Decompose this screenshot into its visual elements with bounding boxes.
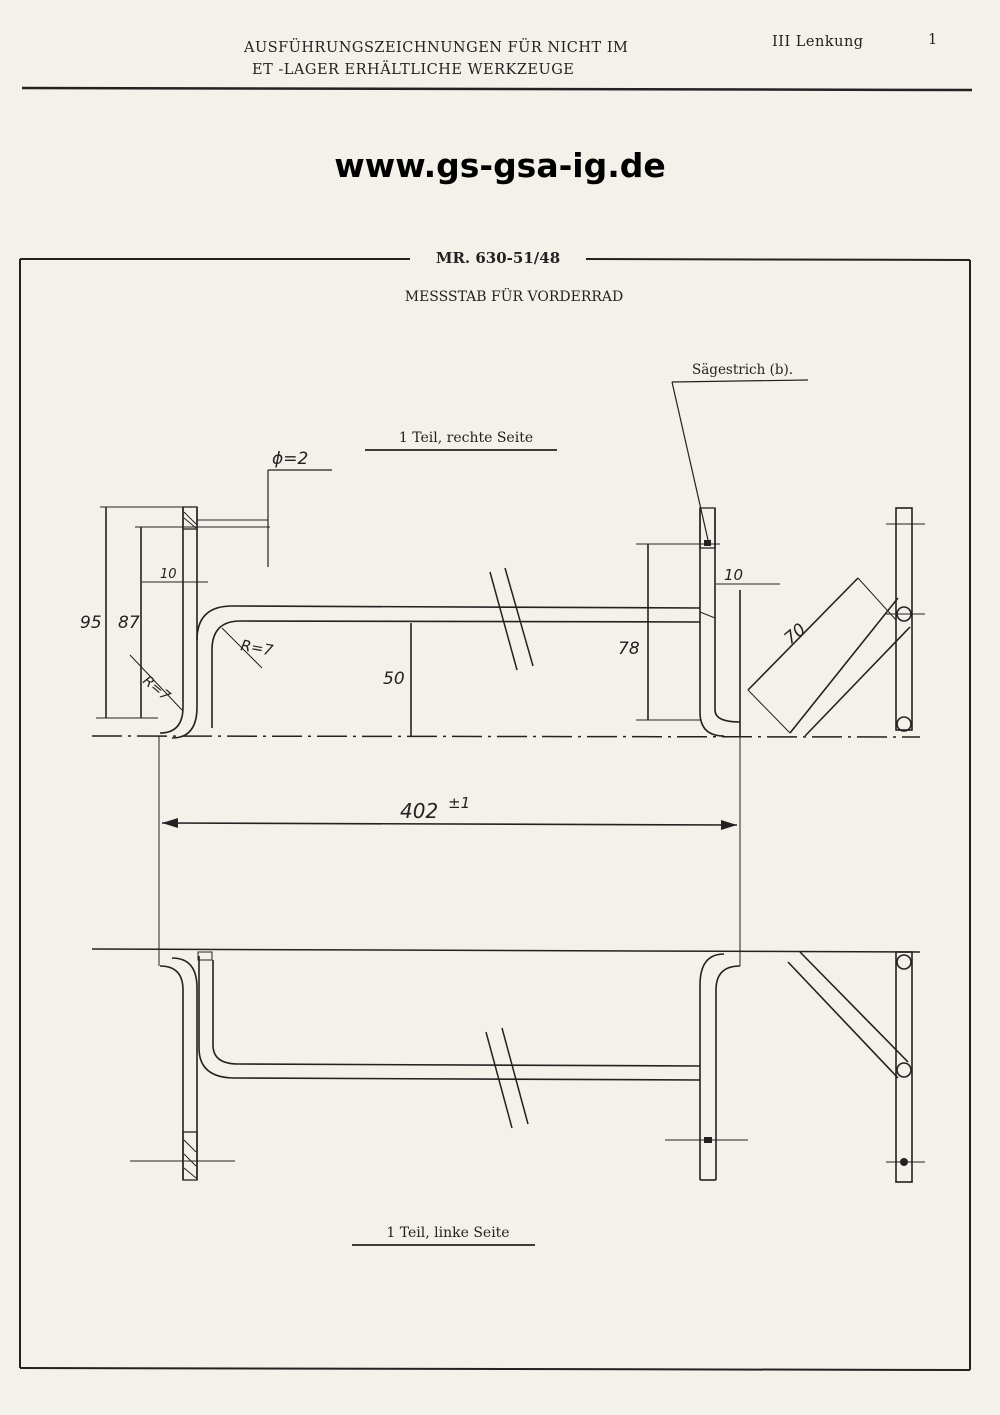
dim-402-tolerance: ±1 bbox=[448, 794, 470, 812]
lower-right-upright-inner bbox=[715, 965, 741, 1180]
dim-402: 402 bbox=[400, 799, 438, 823]
dim-95: 95 bbox=[80, 613, 102, 633]
lower-break-mark-2 bbox=[501, 1027, 529, 1125]
dim-70: 70 bbox=[781, 620, 810, 649]
dim-r7-outer-leader bbox=[221, 627, 263, 669]
left-upright-end bbox=[182, 506, 198, 530]
dim-10-right: 10 bbox=[724, 566, 743, 584]
left-upright-outer bbox=[159, 507, 184, 734]
label-left-side: 1 Teil, linke Seite bbox=[386, 1225, 509, 1241]
dim-70-line bbox=[747, 577, 859, 691]
break-mark-1 bbox=[489, 571, 518, 671]
lower-left-upright-outer bbox=[159, 965, 184, 1180]
lower-side-view-strut-1 bbox=[787, 961, 899, 1079]
lower-break-mark-1 bbox=[485, 1031, 513, 1129]
lower-bar-top-edge bbox=[212, 960, 701, 1067]
side-view-strut-2 bbox=[804, 626, 911, 737]
dim-78: 78 bbox=[618, 639, 640, 659]
right-upright-inner bbox=[699, 508, 725, 737]
website-url: www.gs-gsa-ig.de bbox=[334, 146, 666, 185]
bar-bottom-edge bbox=[211, 620, 701, 728]
dim-10-left: 10 bbox=[160, 567, 177, 582]
frame-bottom bbox=[19, 1367, 971, 1371]
header-rule bbox=[21, 86, 973, 92]
dim-r7-inner: R=7 bbox=[139, 673, 173, 705]
frame-top-right bbox=[585, 258, 971, 261]
side-view-strut-1 bbox=[789, 597, 899, 734]
part-name: MESSSTAB FÜR VORDERRAD bbox=[405, 287, 624, 305]
lower-side-view-strut-2 bbox=[799, 951, 909, 1063]
dim-402-line bbox=[161, 822, 738, 826]
lower-bar-bottom-edge bbox=[198, 956, 701, 1081]
lower-left-upright-end bbox=[182, 1131, 198, 1181]
dim-87: 87 bbox=[118, 613, 140, 633]
label-right-side: 1 Teil, rechte Seite bbox=[399, 430, 533, 446]
dim-50: 50 bbox=[383, 669, 405, 689]
right-upright-end bbox=[699, 507, 716, 549]
part-number: MR. 630-51/48 bbox=[436, 249, 560, 267]
saw-mark-leader-top bbox=[671, 379, 809, 383]
bar-top-edge bbox=[196, 605, 701, 641]
side-view-rod bbox=[895, 507, 913, 731]
saw-mark-leader bbox=[671, 381, 709, 541]
header-title-line2: ET -LAGER ERHÄLTLICHE WERKZEUGE bbox=[252, 62, 575, 78]
centerline-top bbox=[91, 735, 921, 738]
label-saw-mark: Sägestrich (b). bbox=[692, 362, 793, 378]
dim-r7-outer: R=7 bbox=[239, 636, 275, 659]
break-mark-2 bbox=[504, 567, 534, 667]
header-section: III Lenkung bbox=[772, 34, 864, 50]
header-title-line1: AUSFÜHRUNGSZEICHNUNGEN FÜR NICHT IM bbox=[244, 40, 629, 56]
lower-side-view-rod bbox=[895, 951, 913, 1183]
header-page-number: 1 bbox=[928, 32, 938, 48]
dim-r7-inner-leader bbox=[129, 654, 183, 711]
dim-diameter: ϕ=2 bbox=[272, 449, 308, 469]
centerline-bottom bbox=[91, 948, 921, 953]
